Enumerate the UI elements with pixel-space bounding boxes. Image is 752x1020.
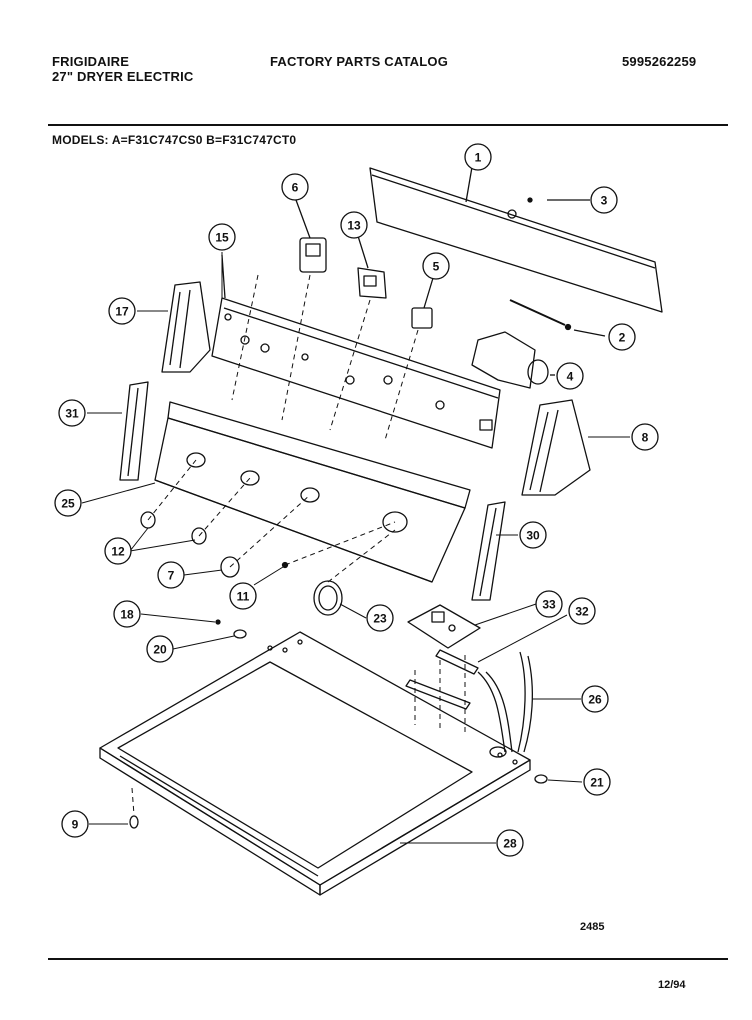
part-control-panel-back: [211, 254, 501, 449]
footer-rule: [48, 958, 728, 960]
svg-text:9: 9: [72, 818, 79, 832]
part-switch-6: [295, 199, 327, 273]
part-hardware: [129, 619, 548, 829]
callout-8: 8: [631, 423, 659, 451]
callout-26: 26: [581, 685, 609, 713]
callout-32: 32: [568, 597, 596, 625]
svg-text:8: 8: [642, 431, 649, 445]
callout-1: 1: [464, 143, 492, 171]
callout-30: 30: [519, 521, 547, 549]
svg-text:7: 7: [168, 569, 175, 583]
svg-text:32: 32: [575, 605, 589, 619]
part-wire-harness: [477, 651, 534, 758]
callout-11: 11: [229, 582, 257, 610]
svg-text:12: 12: [111, 545, 125, 559]
callout-28: 28: [496, 829, 524, 857]
svg-text:33: 33: [542, 598, 556, 612]
callout-18: 18: [113, 600, 141, 628]
callout-13: 13: [340, 211, 368, 239]
callout-6: 6: [281, 173, 309, 201]
part-switch-5: [411, 277, 434, 329]
part-left-trim: [119, 381, 149, 481]
svg-text:30: 30: [526, 529, 540, 543]
svg-text:3: 3: [601, 194, 608, 208]
illustration-code: 2485: [580, 921, 605, 933]
callout-5: 5: [422, 252, 450, 280]
part-circuit-board: [405, 604, 481, 710]
callout-33: 33: [535, 590, 563, 618]
part-right-trim: [471, 501, 506, 601]
svg-text:6: 6: [292, 181, 299, 195]
svg-text:26: 26: [588, 693, 602, 707]
part-end-cap-right: [521, 399, 591, 496]
callout-20: 20: [146, 635, 174, 663]
product-subtitle: 27" DRYER ELECTRIC: [52, 69, 194, 84]
svg-text:1: 1: [475, 151, 482, 165]
callout-12: 12: [104, 537, 132, 565]
catalog-title: FACTORY PARTS CATALOG: [270, 54, 449, 69]
part-control-panel-front: [154, 401, 471, 583]
svg-text:20: 20: [153, 643, 167, 657]
svg-text:13: 13: [347, 219, 361, 233]
part-end-cap-left: [161, 281, 211, 373]
svg-text:23: 23: [373, 612, 387, 626]
svg-text:31: 31: [65, 407, 79, 421]
assembly-dashed-lines: [131, 274, 466, 816]
svg-text:28: 28: [503, 837, 517, 851]
callout-25: 25: [54, 489, 82, 517]
part-switch-13: [357, 235, 387, 299]
svg-text:17: 17: [115, 305, 129, 319]
callout-31: 31: [58, 399, 86, 427]
svg-text:2: 2: [619, 331, 626, 345]
callout-21: 21: [583, 768, 611, 796]
part-rear-panel: [369, 166, 663, 313]
catalog-date: 12/94: [658, 979, 686, 991]
callout-9: 9: [61, 810, 89, 838]
callout-23: 23: [366, 604, 394, 632]
callout-bubbles: 1 2 3 4 5 6 7 8 9 11 12 13 15 17 18 20 2…: [54, 143, 659, 857]
callout-7: 7: [157, 561, 185, 589]
svg-text:25: 25: [61, 497, 75, 511]
svg-text:5: 5: [433, 260, 440, 274]
header-rule: [48, 124, 728, 126]
callout-15: 15: [208, 223, 236, 251]
part-knobs: [140, 511, 343, 616]
part-rod: [509, 299, 606, 337]
part-top-panel: [99, 631, 531, 896]
part-timer: [471, 331, 555, 389]
svg-text:15: 15: [215, 231, 229, 245]
leader-lines: [81, 252, 630, 844]
models-line: MODELS: A=F31C747CS0 B=F31C747CT0: [52, 133, 297, 147]
svg-text:21: 21: [590, 776, 604, 790]
callout-2: 2: [608, 323, 636, 351]
callout-4: 4: [556, 362, 584, 390]
brand-name: FRIGIDAIRE: [52, 54, 130, 69]
svg-text:4: 4: [567, 370, 574, 384]
callout-3: 3: [590, 186, 618, 214]
callout-17: 17: [108, 297, 136, 325]
svg-text:11: 11: [237, 590, 250, 604]
svg-text:18: 18: [120, 608, 134, 622]
catalog-part-number: 5995262259: [622, 54, 697, 69]
